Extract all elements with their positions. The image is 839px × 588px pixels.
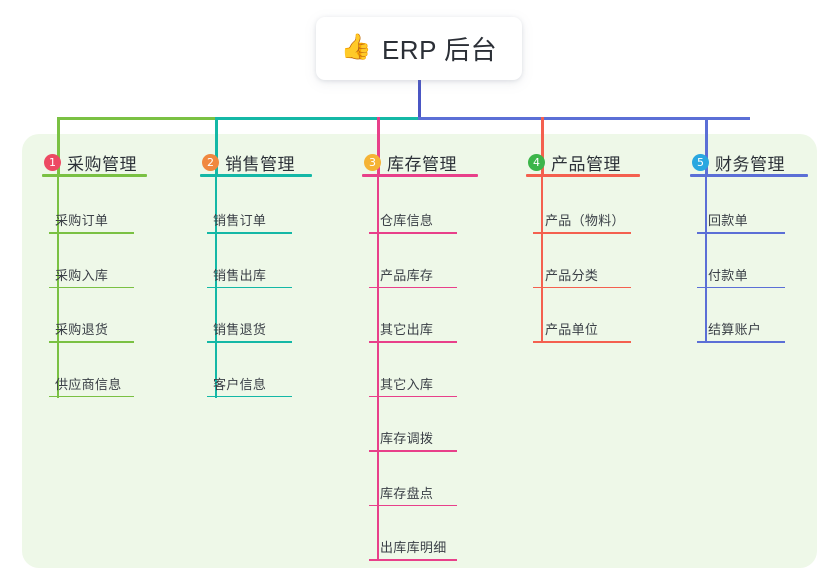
connector-drop-2 (215, 117, 218, 174)
branch-item[interactable]: 销售出库 (213, 267, 267, 283)
branch-item[interactable]: 仓库信息 (380, 213, 434, 228)
branch-item[interactable]: 结算账户 (708, 322, 762, 337)
branch-item-underline (207, 341, 292, 343)
branch-item-underline (369, 232, 457, 234)
branch-badge-4: 4 (528, 154, 545, 171)
branch-item-underline (369, 559, 457, 561)
branch-item-underline (49, 286, 134, 289)
branch-underline-4 (526, 174, 640, 177)
connector-bus-segment-2 (215, 117, 421, 120)
branch-title-1: 采购管理 (67, 155, 137, 174)
branch-header-3[interactable]: 3 库存管理 (364, 150, 457, 175)
connector-drop-1 (57, 117, 60, 174)
branch-item[interactable]: 采购订单 (55, 213, 109, 228)
connector-drop-3b (377, 117, 380, 174)
branch-underline-3 (362, 174, 478, 177)
branch-item[interactable]: 产品单位 (545, 322, 599, 337)
root-trunk-line (418, 78, 421, 120)
branch-item-underline (369, 504, 457, 507)
branch-item-underline (207, 232, 292, 234)
thumbs-up-icon: 👍 (340, 33, 372, 61)
branch-item[interactable]: 库存盘点 (380, 485, 434, 501)
branch-item-underline (207, 286, 292, 289)
branch-badge-2: 2 (202, 154, 219, 171)
branch-header-4[interactable]: 4 产品管理 (528, 150, 621, 175)
branch-item[interactable]: 其它入库 (380, 376, 434, 392)
branch-title-2: 销售管理 (225, 155, 295, 174)
branch-underline-2 (200, 174, 312, 177)
branch-item-underline (207, 395, 292, 398)
branch-item[interactable]: 库存调拨 (380, 431, 434, 446)
branch-underline-1 (42, 174, 147, 177)
branch-title-3: 库存管理 (387, 155, 457, 174)
branch-item-underline (49, 395, 134, 398)
root-node[interactable]: 👍 ERP 后台 (316, 17, 522, 80)
branch-item-underline (533, 232, 631, 234)
branch-header-1[interactable]: 1 采购管理 (44, 150, 137, 175)
branch-item-underline (369, 341, 457, 343)
branch-item[interactable]: 客户信息 (213, 376, 267, 392)
branch-title-5: 财务管理 (715, 155, 785, 174)
branch-item[interactable]: 采购退货 (55, 322, 109, 337)
branch-item-underline (697, 232, 785, 234)
branch-item-underline (369, 450, 457, 452)
connector-drop-5 (705, 117, 708, 174)
branch-item-underline (49, 232, 134, 234)
branch-item[interactable]: 出库库明细 (380, 540, 447, 555)
branch-item-underline (369, 395, 457, 398)
branch-item[interactable]: 其它出库 (380, 322, 434, 337)
branch-item-underline (533, 286, 631, 289)
branch-item[interactable]: 销售退货 (213, 322, 267, 337)
branch-spine-4 (541, 177, 543, 343)
branch-header-5[interactable]: 5 财务管理 (692, 150, 785, 175)
connector-bus-segment-4 (541, 117, 750, 120)
branch-spine-3 (377, 177, 379, 561)
branch-item[interactable]: 产品分类 (545, 267, 599, 283)
branch-item-underline (49, 341, 134, 343)
diagram-background-card (22, 134, 817, 568)
branch-item[interactable]: 产品库存 (380, 267, 434, 283)
branch-item[interactable]: 付款单 (708, 267, 748, 283)
connector-drop-4 (541, 117, 544, 174)
branch-item-underline (533, 341, 631, 343)
branch-badge-3: 3 (364, 154, 381, 171)
branch-item[interactable]: 销售订单 (213, 213, 267, 228)
root-title: ERP 后台 (381, 35, 498, 65)
branch-spine-5 (705, 177, 707, 343)
branch-item[interactable]: 产品（物料） (545, 213, 625, 228)
branch-badge-1: 1 (44, 154, 61, 171)
connector-bus-segment-3 (418, 117, 544, 120)
branch-title-4: 产品管理 (551, 155, 621, 174)
branch-item[interactable]: 采购入库 (55, 267, 109, 283)
branch-item-underline (697, 286, 785, 289)
branch-item[interactable]: 回款单 (708, 213, 748, 228)
branch-badge-5: 5 (692, 154, 709, 171)
branch-underline-5 (690, 174, 808, 177)
branch-header-2[interactable]: 2 销售管理 (202, 150, 295, 175)
branch-item-underline (697, 341, 785, 343)
branch-item-underline (369, 286, 457, 289)
connector-bus-segment-1 (57, 117, 218, 120)
branch-item[interactable]: 供应商信息 (55, 376, 122, 392)
